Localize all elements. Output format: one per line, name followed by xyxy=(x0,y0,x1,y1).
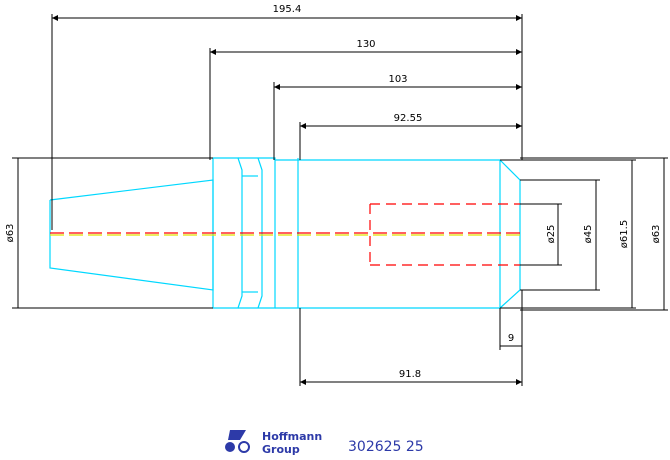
dim-length-103: 103 xyxy=(388,74,407,85)
dim-diameter-61-5: ø61.5 xyxy=(619,220,630,248)
dim-length-130: 130 xyxy=(356,39,375,50)
dim-length-91-8: 91.8 xyxy=(399,369,421,380)
dim-step-9: 9 xyxy=(508,333,514,344)
centerline xyxy=(50,232,525,236)
dim-overall-length: 195.4 xyxy=(273,4,302,15)
dim-length-92-55: 92.55 xyxy=(394,113,423,124)
dim-diameter-63-left: ø63 xyxy=(5,224,16,243)
dim-diameter-63-right: ø63 xyxy=(651,225,662,244)
dimension-lines xyxy=(12,14,668,386)
logo-line-2: Group xyxy=(262,443,300,456)
dim-diameter-45: ø45 xyxy=(583,225,594,244)
part-number: 302625 25 xyxy=(348,439,424,455)
hoffmann-logo: Hoffmann Group xyxy=(225,430,322,456)
hidden-bore xyxy=(369,203,520,266)
logo-mark-icon xyxy=(225,430,250,453)
dim-diameter-25: ø25 xyxy=(546,225,557,244)
logo-line-1: Hoffmann xyxy=(262,430,322,443)
